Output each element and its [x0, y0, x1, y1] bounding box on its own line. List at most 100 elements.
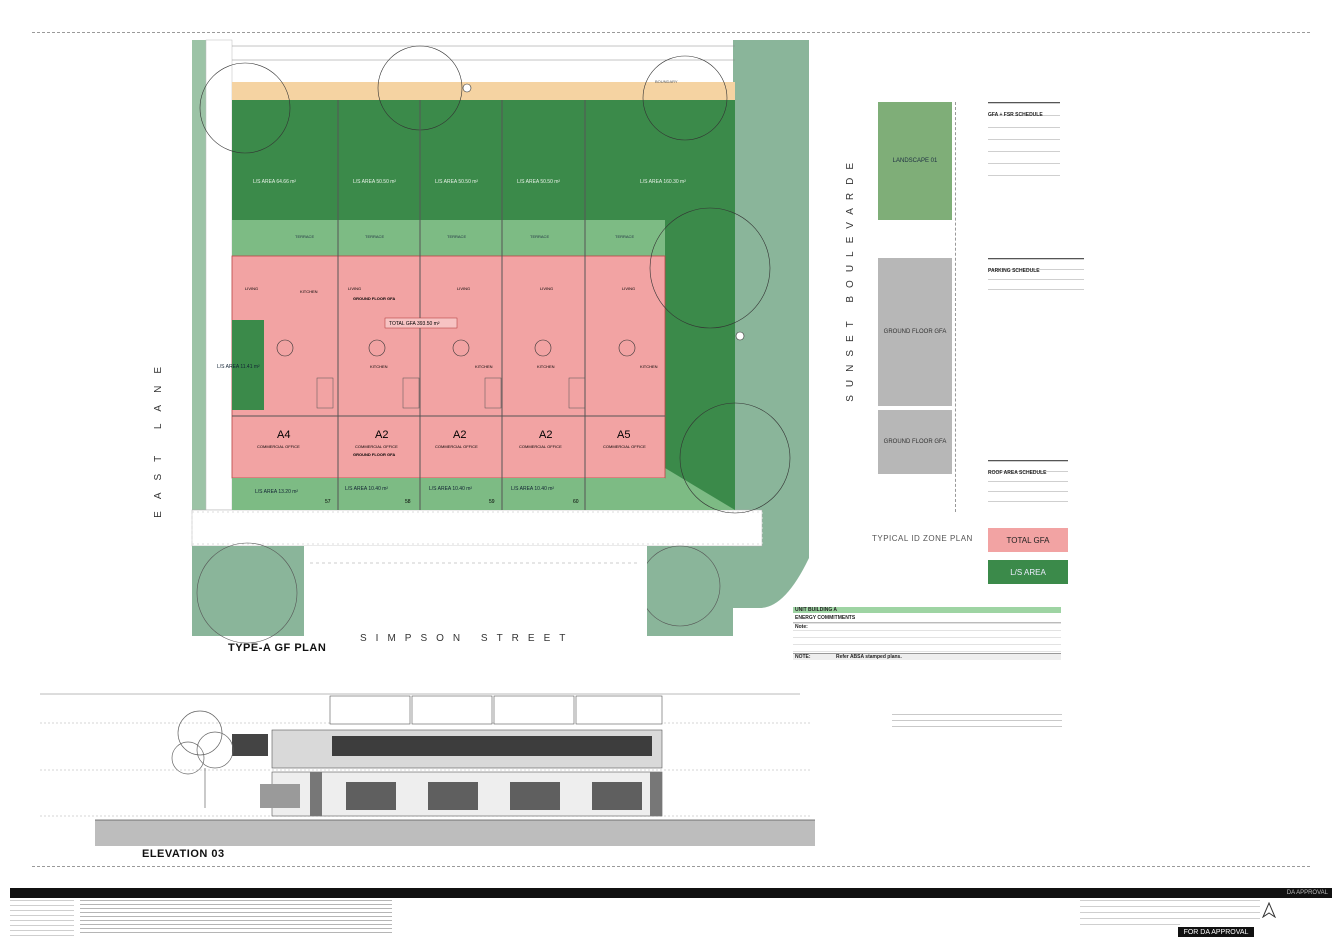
total-gfa-tag-box	[384, 317, 458, 329]
street-verge-right	[647, 546, 733, 636]
stairs	[316, 377, 586, 409]
upper-volume	[329, 695, 411, 725]
title-block-drawing	[1180, 900, 1260, 920]
zone-gf-2: GROUND FLOOR GFA	[878, 410, 952, 474]
shopfront	[346, 782, 396, 810]
corner-landscape	[665, 220, 735, 510]
schedule-gfa-title: GFA + FSR SCHEDULE	[988, 112, 1043, 118]
rear-ls-label: L/S AREA 160.30 m²	[640, 179, 686, 185]
unit-number: 59	[489, 499, 495, 505]
title-block-project	[1080, 900, 1180, 930]
shopfront	[592, 782, 642, 810]
approval-stamp: FOR DA APPROVAL	[1178, 927, 1254, 937]
tree-street-left	[196, 542, 298, 644]
tree-rear-4	[649, 207, 771, 329]
commercial-label: COMMERCIAL OFFICE	[355, 444, 398, 449]
energy-note-text: Refer ABSA stamped plans.	[835, 654, 902, 660]
title-block-left	[10, 900, 74, 936]
schedule-parking-title: PARKING SCHEDULE	[988, 268, 1040, 274]
site-plan: BOUNDARY L/S AREA 64.66 m² L/S AREA 50.5…	[191, 39, 809, 644]
gfa-label: GROUND FLOOR GFA	[353, 452, 395, 457]
upper-volume	[575, 695, 663, 725]
balcony-dark	[332, 736, 652, 756]
plan-title: TYPE-A GF PLAN	[228, 642, 327, 654]
unit-label: A5	[617, 429, 630, 441]
living-label: LIVING	[348, 286, 361, 291]
street-road	[304, 546, 647, 636]
bottom-border-line	[32, 866, 1310, 867]
kitchen-label: KITCHEN	[640, 364, 658, 369]
living-label: LIVING	[622, 286, 635, 291]
schedule-parking: PARKING SCHEDULE	[988, 258, 1084, 297]
elevation-tree	[171, 710, 234, 808]
commercial-label: COMMERCIAL OFFICE	[519, 444, 562, 449]
living-label: LIVING	[540, 286, 553, 291]
corner-diagonal	[665, 468, 735, 510]
street-label-bottom: SIMPSON STREET	[360, 633, 575, 644]
front-ls-label: L/S AREA 10.40 m²	[429, 486, 472, 492]
zone-gf-1: GROUND FLOOR GFA	[878, 258, 952, 406]
unit-label: A4	[277, 429, 290, 441]
boundary-strip	[232, 82, 735, 100]
elevation-note-lines	[892, 714, 1062, 728]
energy-subtitle: ENERGY COMMITMENTS	[795, 615, 856, 621]
living-label: LIVING	[457, 286, 470, 291]
gfa-block	[231, 255, 666, 479]
rear-landscape	[232, 100, 735, 220]
terrace-label: TERRACE	[295, 234, 314, 239]
side-ls-label: L/S AREA 11.41 m²	[217, 364, 260, 370]
legend-gfa: TOTAL GFA	[988, 528, 1068, 552]
rear-ls-label: L/S AREA 50.50 m²	[435, 179, 478, 185]
shopfront	[510, 782, 560, 810]
survey-marker-icon	[462, 83, 472, 93]
terrace-label: TERRACE	[365, 234, 384, 239]
east-lane-road	[205, 39, 233, 511]
pier	[650, 772, 662, 816]
side-landscape	[232, 320, 264, 410]
rear-ls-label: L/S AREA 64.66 m²	[253, 179, 296, 185]
front-ls-label: L/S AREA 10.40 m²	[345, 486, 388, 492]
east-lane-strip	[192, 40, 206, 510]
elevation-drawing	[40, 693, 815, 846]
street-label-right: SUNSET BOULEVARDE	[845, 155, 856, 402]
rear-ls-label: L/S AREA 50.50 m²	[353, 179, 396, 185]
legend-gfa-label: TOTAL GFA	[1006, 535, 1050, 545]
title-block-bar: DA APPROVAL	[10, 888, 1332, 898]
zone-title: TYPICAL ID ZONE PLAN	[872, 534, 973, 543]
living-label: LIVING	[245, 286, 258, 291]
elevation-title: ELEVATION 03	[142, 848, 225, 860]
legend-ls-label: L/S AREA	[1010, 567, 1046, 577]
boundary-label: BOUNDARY	[655, 79, 678, 84]
boulevard-green	[733, 40, 809, 540]
zone-landscape: LANDSCAPE 01	[878, 102, 952, 220]
approval-stamp-label: FOR DA APPROVAL	[1183, 928, 1249, 936]
unit-number: 58	[405, 499, 411, 505]
survey-marker-icon	[735, 331, 745, 341]
schedule-roof: ROOF AREA SCHEDULE	[988, 460, 1068, 511]
zone-landscape-label: LANDSCAPE 01	[892, 158, 938, 164]
tree-rear-5	[679, 402, 791, 514]
street-label-left: EAST LANE	[153, 355, 164, 518]
zone-gf-2-label: GROUND FLOOR GFA	[883, 439, 947, 445]
unit-label: A2	[453, 429, 466, 441]
unit-label: A2	[539, 429, 552, 441]
energy-table: UNIT BUILDING A ENERGY COMMITMENTS Note:…	[793, 607, 1061, 665]
front-ls-label: L/S AREA 13.20 m²	[255, 489, 298, 495]
ground-band	[95, 820, 815, 846]
energy-row-label: Note:	[795, 624, 808, 630]
shopfront	[260, 784, 300, 808]
commercial-label: COMMERCIAL OFFICE	[435, 444, 478, 449]
legend-ls: L/S AREA	[988, 560, 1068, 584]
zone-divider	[955, 102, 956, 512]
shopfront	[428, 782, 478, 810]
tree-rear-1	[199, 62, 291, 154]
energy-title-bar: UNIT BUILDING A	[793, 607, 1061, 613]
north-arrow-icon	[1262, 902, 1276, 918]
title-status: DA APPROVAL	[1286, 890, 1328, 896]
unit-number: 57	[325, 499, 331, 505]
tree-rear-3	[642, 55, 728, 141]
commercial-label: COMMERCIAL OFFICE	[603, 444, 646, 449]
front-landscape	[232, 478, 665, 510]
front-ls-label: L/S AREA 10.40 m²	[511, 486, 554, 492]
total-gfa-tag: TOTAL GFA 393.50 m²	[389, 321, 440, 327]
